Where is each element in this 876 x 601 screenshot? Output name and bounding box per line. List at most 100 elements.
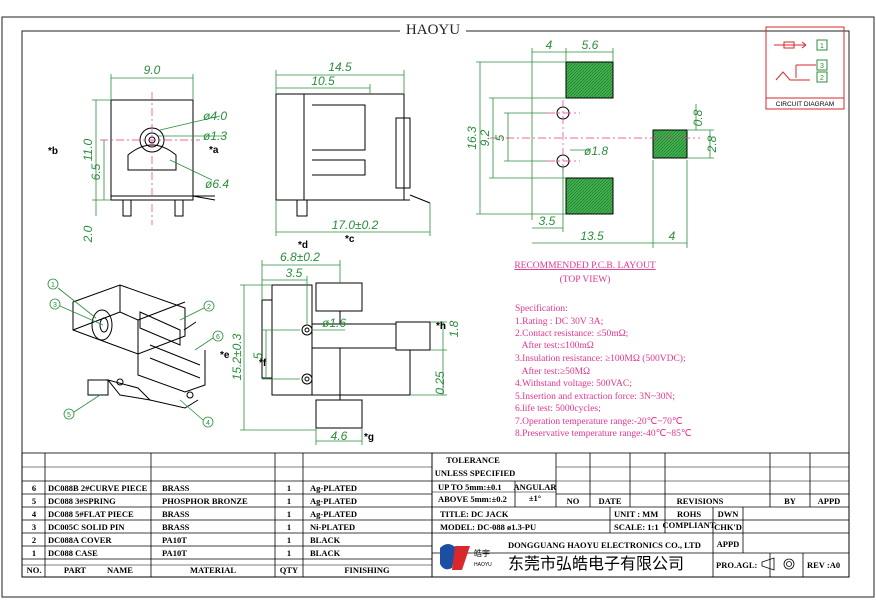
bom-material: PHOSPHOR BRONZE	[162, 496, 248, 506]
side-w2: 10.5	[311, 74, 335, 88]
mark-f: *f	[259, 358, 267, 369]
spec-line: 8.Preservative temperature range:-40℃~85…	[515, 429, 692, 439]
front-lower: 6.5	[89, 163, 103, 180]
pcb-r2: 2.8	[705, 135, 719, 153]
tolerance-up: UP TO 5mm:±0.1	[438, 482, 502, 492]
mark-c: *c	[345, 234, 355, 245]
front-d3: ø6.4	[205, 177, 229, 191]
front-view-dims	[92, 74, 225, 216]
spec-line: After test:≥50MΩ	[515, 366, 590, 377]
bottom-r2: 0.25	[433, 371, 447, 395]
iso-callout-1: 1	[51, 282, 55, 289]
angular-label: ANGULAR	[514, 482, 558, 492]
bom-finish: Ag-PLATED	[310, 483, 357, 493]
rev-no: NO	[567, 496, 580, 506]
drawing-model: MODEL: DC-088 ø1.3-PU	[440, 522, 536, 532]
bom-no: 2	[32, 535, 36, 545]
front-view	[100, 92, 216, 225]
spec-line: 7.Operation temperature range:-20℃~70℃	[515, 417, 683, 427]
side-w3: 17.0±0.2	[332, 218, 379, 232]
bom-qty: 1	[287, 548, 291, 558]
bom-part: DC088 5#FLAT PIECE	[48, 509, 134, 519]
rev-date: DATE	[599, 496, 622, 506]
circuit-pin-1: 1	[820, 43, 824, 50]
bom-table	[21, 452, 433, 578]
iso-callout-5: 5	[67, 412, 71, 419]
mark-h: *h	[436, 321, 446, 332]
bom-material: PA10T	[162, 548, 187, 558]
pcb-layout	[476, 48, 714, 248]
bom-no: 4	[32, 509, 37, 519]
bom-material: BRASS	[162, 483, 190, 493]
logo-en: HAOYU	[474, 562, 492, 568]
bom-finish: BLACK	[310, 535, 341, 545]
bottom-w1: 6.8±0.2	[280, 250, 320, 264]
tolerance-above: ABOVE 5mm:±0.2	[438, 494, 507, 504]
pcb-l3: 5	[493, 134, 507, 141]
bottom-d: ø1.6	[322, 316, 346, 330]
iso-callout-4: 4	[206, 420, 210, 427]
front-pin: 2.0	[81, 225, 95, 243]
inner-frame	[21, 30, 850, 578]
bom-material: BRASS	[162, 522, 190, 532]
mark-a: *a	[209, 145, 219, 156]
bottom-h: 15.2±0.3	[230, 333, 244, 380]
spec-line: 2.Contact resistance: ≤50mΩ;	[515, 329, 628, 339]
spec-line: 1.Rating : DC 30V 3A;	[515, 317, 603, 327]
bom-header-no: NO.	[27, 565, 42, 575]
rohs-label: ROHS	[677, 509, 701, 519]
pcb-b2: 13.5	[580, 229, 604, 243]
iso-callout-2: 2	[207, 304, 211, 311]
circuit-pin-2: 2	[820, 75, 824, 82]
mark-g: *g	[364, 432, 374, 443]
title-block: TOLERANCE UNLESS SPECIFIED UP TO 5mm:±0.…	[435, 455, 841, 573]
bottom-view	[261, 282, 431, 429]
drawing-title: TITLE: DC JACK	[440, 509, 509, 519]
bom-finish: Ni-PLATED	[310, 522, 355, 532]
circuit-pin-3: 3	[820, 63, 824, 70]
appd-label: APPD	[717, 539, 740, 549]
bom-qty: 1	[287, 483, 291, 493]
projection-icon	[761, 557, 795, 571]
rohs-compliant: COMPLIANT	[663, 520, 716, 530]
iso-callout-3: 3	[53, 302, 57, 309]
bottom-view-dims	[240, 260, 447, 445]
bottom-w2: 3.5	[286, 266, 303, 280]
pcb-d: ø1.8	[584, 144, 608, 158]
bom-header-material: MATERIAL	[190, 565, 236, 575]
bom-part: DC088 3#SPRING	[48, 496, 116, 506]
pcb-title: RECOMMENDED P.C.B. LAYOUT	[514, 261, 656, 271]
circuit-title: CIRCUIT DIAGRAM	[776, 101, 834, 108]
bottom-b1: 4.6	[331, 429, 348, 443]
pro-agl-label: PRO.AGL:	[716, 560, 757, 570]
pcb-r1: 0.8	[691, 109, 705, 126]
specification: Specification: 1.Rating : DC 30V 3A; 2.C…	[515, 303, 692, 439]
side-view-dims	[275, 70, 431, 236]
chkd-label: CHK'D	[714, 522, 742, 532]
bom-finish: Ag-PLATED	[310, 496, 357, 506]
front-d1: ø4.0	[203, 109, 227, 123]
bottom-r1: 1.8	[447, 320, 461, 337]
mark-d: *d	[298, 240, 308, 251]
bottom-l1: 5	[251, 352, 265, 359]
dwn-label: DWN	[718, 509, 740, 519]
pcb-b1: 3.5	[539, 214, 556, 228]
bom-header-finishing: FINISHING	[344, 565, 390, 575]
brand-title: HAOYU	[406, 22, 460, 38]
rev-label: REV :A0	[807, 560, 840, 570]
spec-line: 5.Insertion and extraction force: 3N~30N…	[515, 391, 675, 402]
bom-no: 1	[32, 548, 36, 558]
spec-line: After test:≤100mΩ	[515, 340, 594, 351]
bom-no: 3	[32, 522, 36, 532]
bom-part: DC088B 2#CURVE PIECE	[48, 483, 148, 493]
iso-callout-6: 6	[216, 334, 220, 341]
pcb-t2: 5.6	[582, 38, 599, 52]
spec-line: 4.Withstand voltage: 500VAC;	[515, 379, 632, 389]
spec-title: Specification:	[515, 303, 568, 314]
drawing-unit: UNIT : MM	[614, 509, 658, 519]
bom-part: DC088 CASE	[48, 548, 98, 558]
company-en: DONGGUANG HAOYU ELECTRONICS CO., LTD	[508, 540, 701, 550]
circuit-diagram: CIRCUIT DIAGRAM 1 3 2	[765, 26, 845, 110]
bom-part: DC088A COVER	[48, 535, 112, 545]
rev-by: BY	[784, 496, 796, 506]
